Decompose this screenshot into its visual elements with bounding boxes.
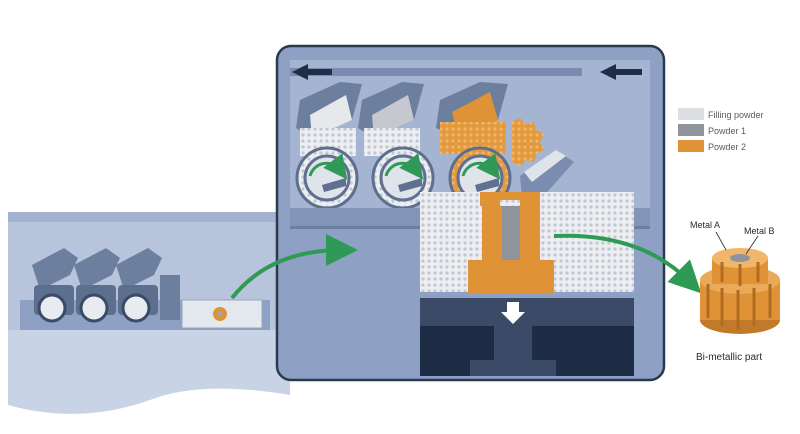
bi-metallic-part: Metal A Metal B Bi-metallic part <box>690 220 780 363</box>
feed-shoe-filling <box>295 82 362 210</box>
die-cavity <box>420 192 634 294</box>
overview-die-plate <box>181 299 263 329</box>
overview-machine <box>8 212 290 414</box>
overview-hopper-1 <box>32 248 78 323</box>
flow-arrow-to-part <box>553 233 702 294</box>
legend-label-powder-2: Powder 2 <box>708 142 746 152</box>
metal-a-label: Metal A <box>690 220 720 230</box>
legend-swatch-filling <box>678 108 704 120</box>
lower-punch <box>420 298 634 376</box>
flow-arrow-into-panel <box>230 234 358 300</box>
down-arrow-icon <box>501 302 525 324</box>
legend-label-filling: Filling powder <box>708 110 764 120</box>
overview-hopper-2 <box>74 248 120 323</box>
left-arrow-icon <box>292 64 332 80</box>
detail-panel <box>275 44 666 382</box>
feed-shoe-empty <box>520 150 574 200</box>
overview-hopper-3 <box>116 248 162 323</box>
part-caption: Bi-metallic part <box>696 352 762 363</box>
legend: Filling powder Powder 1 Powder 2 <box>678 108 764 152</box>
legend-label-powder-1: Powder 1 <box>708 126 746 136</box>
left-arrow-icon-right <box>600 64 642 80</box>
metal-b-label: Metal B <box>744 226 775 236</box>
legend-swatch-powder-1 <box>678 124 704 136</box>
feed-shoe-powder-1 <box>358 82 435 210</box>
legend-swatch-powder-2 <box>678 140 704 152</box>
